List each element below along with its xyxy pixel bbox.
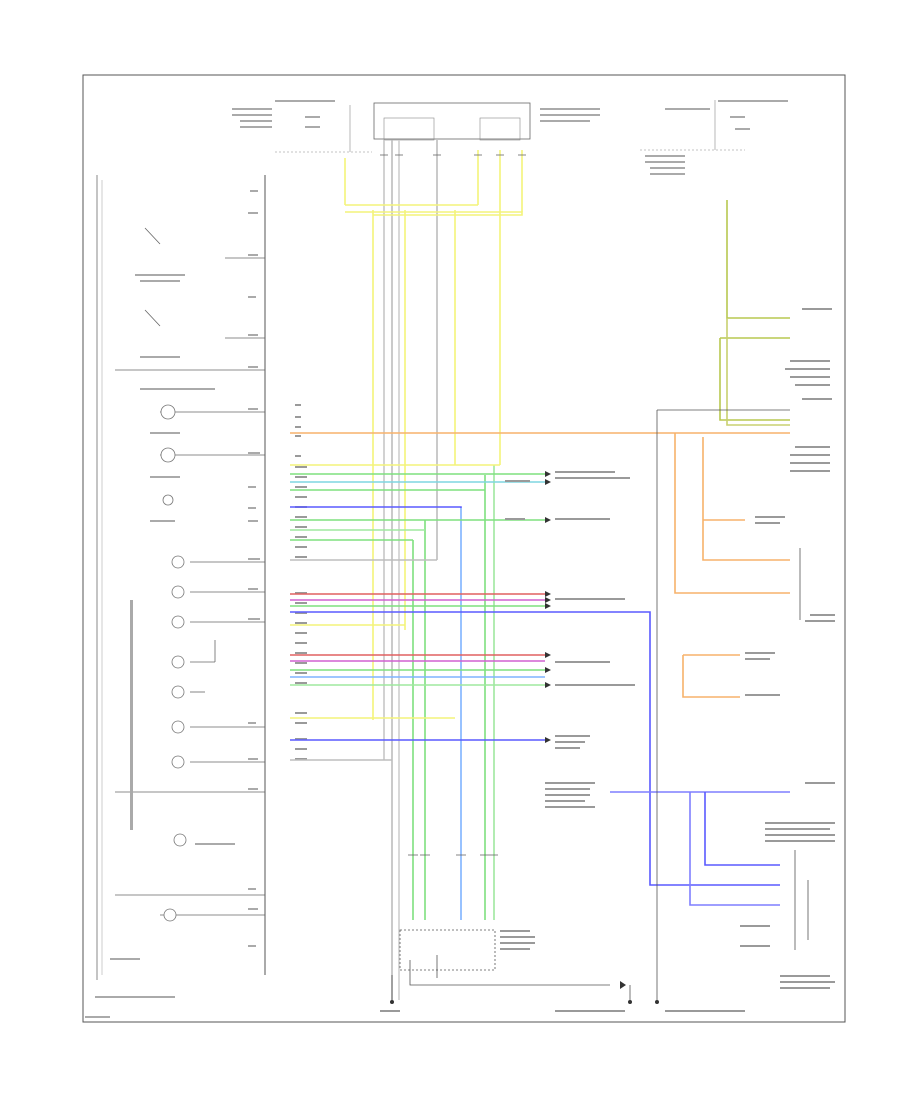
wire-olive-4 <box>726 318 790 426</box>
harness-pin-labels <box>295 404 307 760</box>
wire-olive-3 <box>719 338 790 421</box>
top-left-fuse-block <box>232 100 372 153</box>
top-right-fuse-block <box>640 100 788 175</box>
ground-symbols <box>390 981 659 1004</box>
diagram-frame <box>82 74 846 1023</box>
right-side-frames <box>656 409 809 975</box>
signal-arrows <box>545 471 551 743</box>
wire-olive-1 <box>726 200 790 319</box>
wire-orange-right-3 <box>702 437 790 561</box>
wire-blue-row-1 <box>290 506 462 508</box>
vertical-trunk-wires <box>344 140 523 1000</box>
wire-blue-right-3 <box>689 792 780 906</box>
top-connector-block <box>373 102 600 141</box>
ground-section <box>391 929 658 1000</box>
horizontal-signal-wires <box>290 432 780 886</box>
instrument-cluster-block <box>85 175 266 1018</box>
connector-marks <box>380 154 526 856</box>
right-side-labels <box>545 308 835 989</box>
signal-destination-labels <box>505 471 635 749</box>
yellow-header-bus <box>345 204 523 216</box>
wire-orange-right-6 <box>682 655 740 698</box>
right-side-modules <box>610 200 790 906</box>
ground-labels <box>380 930 745 1012</box>
wire-orange-right-2 <box>674 433 790 594</box>
wire-blue-row-2 <box>290 611 780 886</box>
wire-blue-right-2 <box>704 792 780 866</box>
